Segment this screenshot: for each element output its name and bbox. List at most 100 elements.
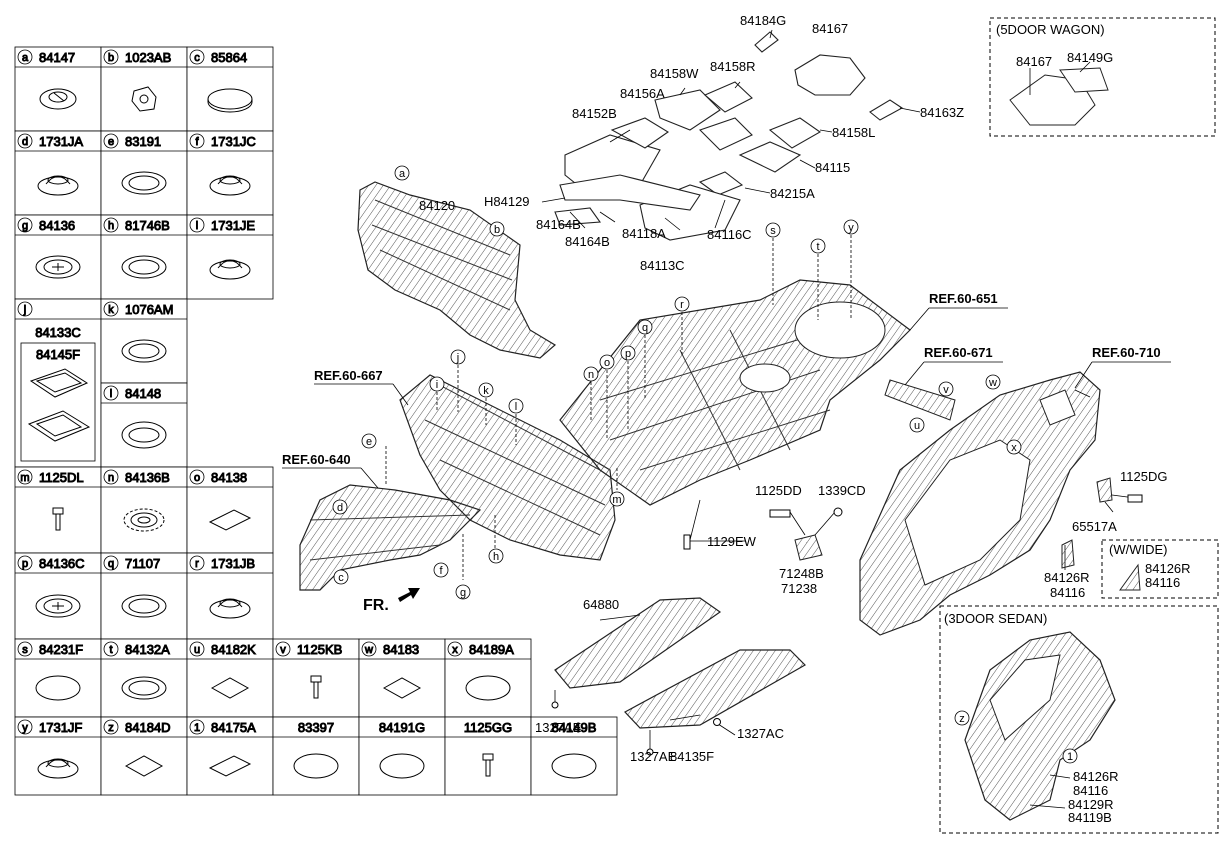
callout-letter-m: m	[17, 469, 33, 485]
nut-icon	[131, 86, 157, 112]
oval-icon	[293, 753, 339, 779]
callout-letter: t	[816, 241, 819, 253]
part-number: 83191	[125, 134, 161, 149]
callout-circle	[1006, 439, 1022, 455]
square-pad-icon	[210, 677, 250, 699]
callout-circle	[450, 349, 466, 365]
part-label-84167: 84167	[1016, 54, 1052, 69]
callout-circle	[17, 641, 33, 657]
part-number: 84138	[211, 470, 247, 485]
pad-icon	[208, 509, 252, 531]
callout-letter-d: d	[332, 499, 348, 515]
callout-letter-q: q	[637, 319, 653, 335]
callout-letter: h	[108, 220, 114, 232]
leader-lines	[541, 29, 1136, 809]
callout-letter: r	[195, 558, 199, 570]
part-label-84119B: 84119B	[1068, 810, 1112, 825]
callout-letter-k: k	[103, 301, 119, 317]
callout-letter-r: r	[189, 555, 205, 571]
callout-circle	[103, 641, 119, 657]
callout-letter-u: u	[909, 417, 925, 433]
oval-icon	[379, 753, 425, 779]
clip-icon	[39, 88, 77, 110]
callout-circle	[103, 301, 119, 317]
callout-circle	[275, 641, 291, 657]
callout-circle	[954, 710, 970, 726]
gear-plug-icon	[123, 508, 165, 532]
dash-panel-drawing	[357, 181, 557, 359]
part-label-65517A: 65517A	[1072, 519, 1117, 534]
insulation-pads-drawing	[554, 31, 904, 241]
callout-letter: 1	[194, 722, 200, 734]
callout-letter-y: y	[17, 719, 33, 735]
callout-letter-c: c	[333, 569, 349, 585]
part-label-84184G: 84184G	[740, 13, 786, 28]
parts-cell-o: o 84138	[186, 466, 274, 554]
callout-letter: g	[460, 587, 466, 599]
bracket-drawing	[794, 477, 1113, 561]
callout-letter: l	[515, 401, 517, 413]
flat-plug-icon	[121, 255, 167, 279]
callout-letter: z	[959, 713, 965, 725]
sedan-quarter-drawing	[964, 631, 1116, 821]
part-number: 83397	[298, 720, 334, 735]
callout-letter-d: d	[17, 133, 33, 149]
callout-circle	[599, 354, 615, 370]
callout-letter: o	[604, 357, 610, 369]
dome-plug-icon	[209, 175, 251, 196]
callout-circle	[332, 499, 348, 515]
callout-letter: l	[110, 388, 112, 400]
callout-letter: m	[612, 494, 621, 506]
part-number: 84183	[383, 642, 419, 657]
part-number: 84231F	[39, 642, 83, 657]
callout-letter-k: k	[478, 382, 494, 398]
part-label-84167: 84167	[812, 21, 848, 36]
callout-circle	[488, 548, 504, 564]
bolt-icon	[52, 507, 64, 531]
callout-letter-t: t	[103, 641, 119, 657]
part-label-1327AE: 1327AE	[535, 720, 582, 735]
callout-letter: s	[22, 644, 28, 656]
callout-circle	[17, 217, 33, 233]
callout-letter: y	[22, 722, 28, 734]
callout-circle	[103, 217, 119, 233]
part-label-1125DD: 1125DD	[755, 483, 802, 498]
square-pad-icon	[124, 755, 164, 777]
part-number: 85864	[211, 50, 247, 65]
callout-letter: o	[194, 472, 200, 484]
callout-letter: i	[436, 379, 438, 391]
callout-circle	[447, 641, 463, 657]
callout-letter-l: l	[103, 385, 119, 401]
part-number: 84148	[125, 386, 161, 401]
flat-plug-icon	[121, 339, 167, 363]
part-label-84118A: 84118A	[622, 226, 666, 241]
ref-label: REF.60-710	[1092, 345, 1161, 360]
callout-circle	[189, 217, 205, 233]
parts-cell-l: l 84148	[100, 382, 188, 468]
disc-plug-icon	[207, 88, 253, 113]
callout-letter-1: 1	[189, 719, 205, 735]
callout-letter-i: i	[189, 217, 205, 233]
callout-letter-f: f	[433, 562, 449, 578]
callout-circle	[361, 433, 377, 449]
callout-letter-g: g	[455, 584, 471, 600]
callout-letter: n	[588, 369, 594, 381]
callout-letter: m	[20, 472, 29, 484]
part-number: 84182K	[211, 642, 256, 657]
letter-leaders	[385, 235, 852, 580]
callout-letter: b	[108, 52, 114, 64]
callout-letter: s	[770, 225, 776, 237]
part-label-84158W: 84158W	[650, 66, 699, 81]
callout-letter: h	[493, 551, 499, 563]
part-number: 84149B	[552, 720, 597, 735]
callout-letter-h: h	[488, 548, 504, 564]
callout-letter: v	[280, 644, 286, 656]
callout-circle	[103, 555, 119, 571]
cell-border	[530, 716, 618, 796]
callout-letter-x: x	[447, 641, 463, 657]
